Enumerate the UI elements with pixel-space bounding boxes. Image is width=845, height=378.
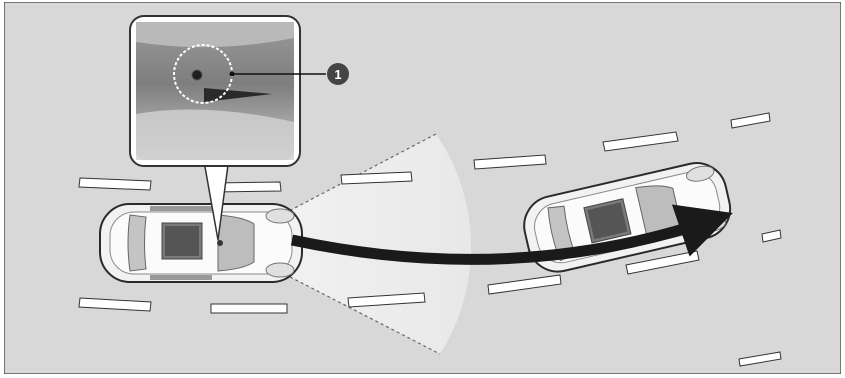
inset-zoom-box: [130, 16, 300, 166]
blind-spot-diagram: 1: [4, 2, 841, 374]
illustration-frame: 1: [4, 2, 841, 374]
camera-sensor-icon: [192, 70, 202, 80]
own-vehicle: [100, 204, 302, 282]
callout-number: 1: [334, 67, 341, 82]
rear-camera-sensor-icon: [217, 240, 223, 246]
lane-dash: [211, 304, 287, 313]
callout-leader-dot: [230, 72, 235, 77]
